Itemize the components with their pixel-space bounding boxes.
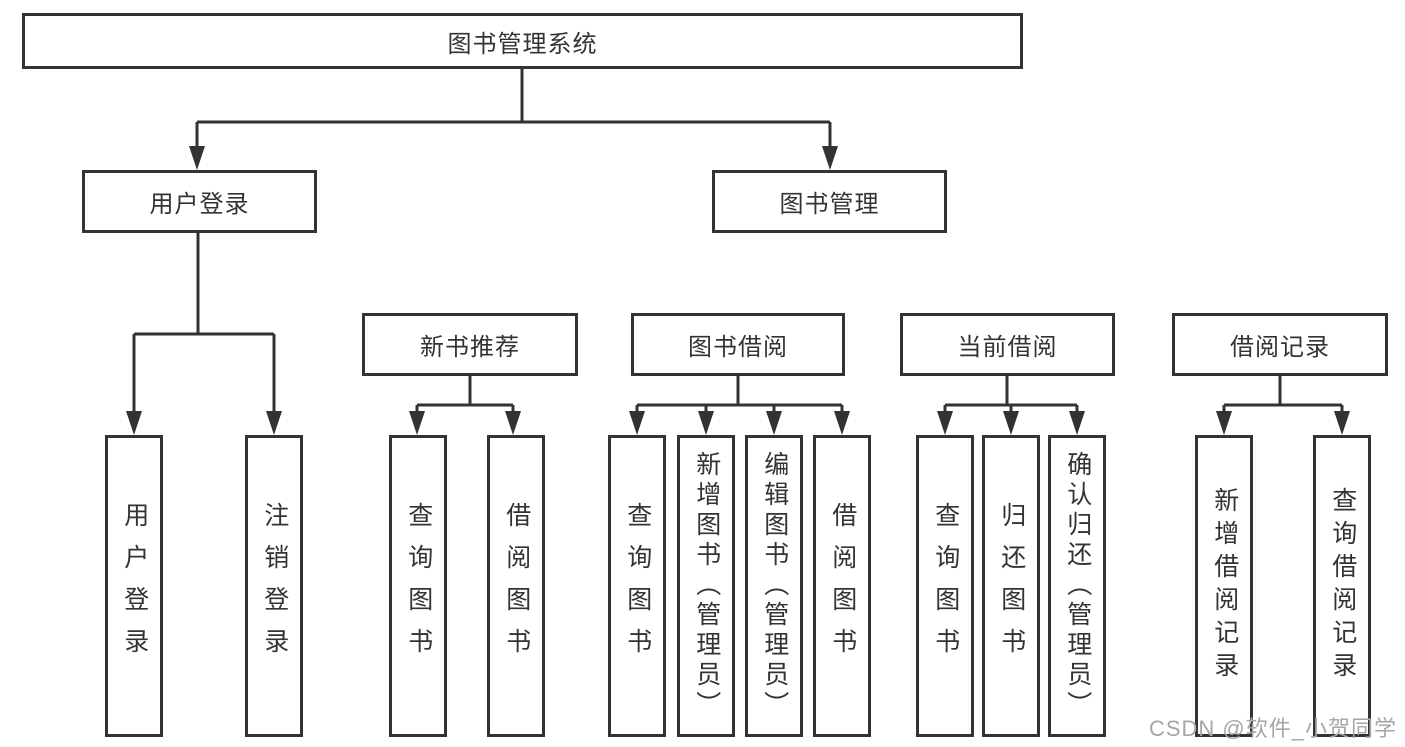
leaf-current-query-label: 查询图书 bbox=[931, 502, 960, 670]
node-book-borrow-label: 图书借阅 bbox=[688, 334, 788, 361]
leaf-records-query: 查询借阅记录 bbox=[1313, 435, 1371, 737]
leaf-borrow-edit: 编辑图书（管理员） bbox=[745, 435, 803, 737]
leaf-borrow-add-label: 新增图书（管理员） bbox=[692, 451, 721, 721]
leaf-newbook-borrow-label: 借阅图书 bbox=[502, 502, 531, 670]
node-new-book-recommend: 新书推荐 bbox=[362, 313, 578, 376]
node-current-borrow-label: 当前借阅 bbox=[957, 334, 1058, 361]
leaf-current-return-label: 归还图书 bbox=[997, 502, 1026, 670]
node-borrow-records-label: 借阅记录 bbox=[1230, 334, 1330, 361]
node-user-login: 用户登录 bbox=[82, 170, 317, 233]
leaf-borrow-query-label: 查询图书 bbox=[623, 502, 652, 670]
leaf-borrow-book-label: 借阅图书 bbox=[828, 502, 857, 670]
csdn-watermark: CSDN @软件_小贺同学 bbox=[1148, 716, 1397, 741]
node-book-management: 图书管理 bbox=[712, 170, 947, 233]
leaf-user-login: 用户登录 bbox=[105, 435, 163, 737]
node-root: 图书管理系统 bbox=[22, 13, 1023, 69]
leaf-records-add: 新增借阅记录 bbox=[1195, 435, 1253, 737]
leaf-user-login-label: 用户登录 bbox=[120, 502, 149, 670]
leaf-newbook-borrow: 借阅图书 bbox=[487, 435, 545, 737]
leaf-records-query-label: 查询借阅记录 bbox=[1328, 487, 1357, 685]
leaf-current-confirm-return: 确认归还（管理员） bbox=[1048, 435, 1106, 737]
node-book-management-label: 图书管理 bbox=[779, 191, 880, 218]
leaf-borrow-book: 借阅图书 bbox=[813, 435, 871, 737]
leaf-current-confirm-return-label: 确认归还（管理员） bbox=[1063, 451, 1092, 721]
node-user-login-label: 用户登录 bbox=[149, 191, 250, 218]
leaf-logout: 注销登录 bbox=[245, 435, 303, 737]
leaf-records-add-label: 新增借阅记录 bbox=[1210, 487, 1239, 685]
leaf-newbook-query-label: 查询图书 bbox=[404, 502, 433, 670]
node-borrow-records: 借阅记录 bbox=[1172, 313, 1388, 376]
leaf-borrow-edit-label: 编辑图书（管理员） bbox=[760, 451, 789, 721]
node-new-book-recommend-label: 新书推荐 bbox=[420, 334, 520, 361]
leaf-logout-label: 注销登录 bbox=[260, 502, 289, 670]
node-book-borrow: 图书借阅 bbox=[631, 313, 845, 376]
leaf-current-query: 查询图书 bbox=[916, 435, 974, 737]
node-current-borrow: 当前借阅 bbox=[900, 313, 1115, 376]
leaf-current-return: 归还图书 bbox=[982, 435, 1040, 737]
leaf-newbook-query: 查询图书 bbox=[389, 435, 447, 737]
node-root-label: 图书管理系统 bbox=[447, 30, 598, 58]
leaf-borrow-add: 新增图书（管理员） bbox=[677, 435, 735, 737]
leaf-borrow-query: 查询图书 bbox=[608, 435, 666, 737]
